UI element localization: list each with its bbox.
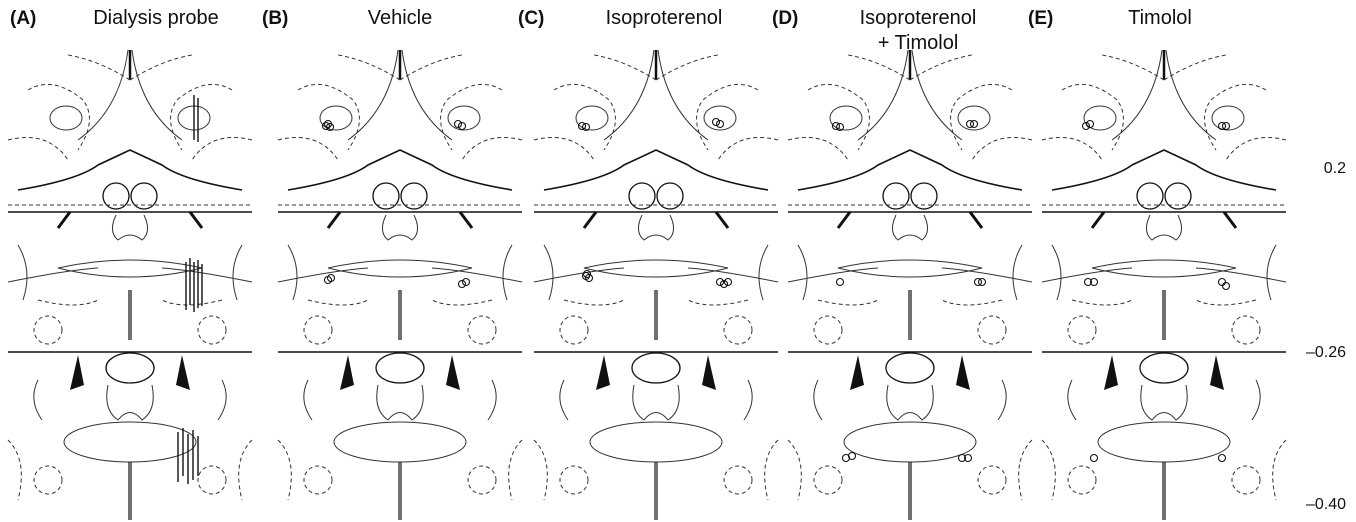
panel-c-letter: (C) — [518, 8, 544, 30]
coord-label-3: –0.40 — [1306, 496, 1346, 514]
panel-e-letter: (E) — [1028, 8, 1053, 30]
panel-b-title: Vehicle — [340, 6, 460, 31]
panel-c-title: Isoproterenol — [584, 6, 744, 31]
panel-e-section — [1042, 50, 1286, 520]
panel-d-title: Isoproterenol + Timolol — [838, 6, 998, 56]
panel-a-title-text: Dialysis probe — [76, 6, 236, 31]
panel-c-section — [534, 50, 778, 520]
panel-e-title-text: Timolol — [1090, 6, 1230, 31]
coord-label-2: –0.26 — [1306, 344, 1346, 362]
panel-d-section — [788, 50, 1032, 520]
panel-b-title-text: Vehicle — [340, 6, 460, 31]
panel-d-subtitle-text: + Timolol — [838, 31, 998, 56]
panel-a-letter: (A) — [10, 8, 36, 30]
probe-tracks — [178, 95, 202, 484]
panel-b-section — [278, 50, 522, 520]
probe-sites — [579, 119, 732, 288]
panel-e-title: Timolol — [1090, 6, 1230, 31]
panel-a-section — [8, 50, 252, 520]
panel-a-title: Dialysis probe — [76, 6, 236, 31]
panel-c-title-text: Isoproterenol — [584, 6, 744, 31]
panel-d-title-text: Isoproterenol — [838, 6, 998, 31]
coord-label-1: 0.2 — [1324, 160, 1346, 178]
panel-b-letter: (B) — [262, 8, 288, 30]
panel-d-letter: (D) — [772, 8, 798, 30]
